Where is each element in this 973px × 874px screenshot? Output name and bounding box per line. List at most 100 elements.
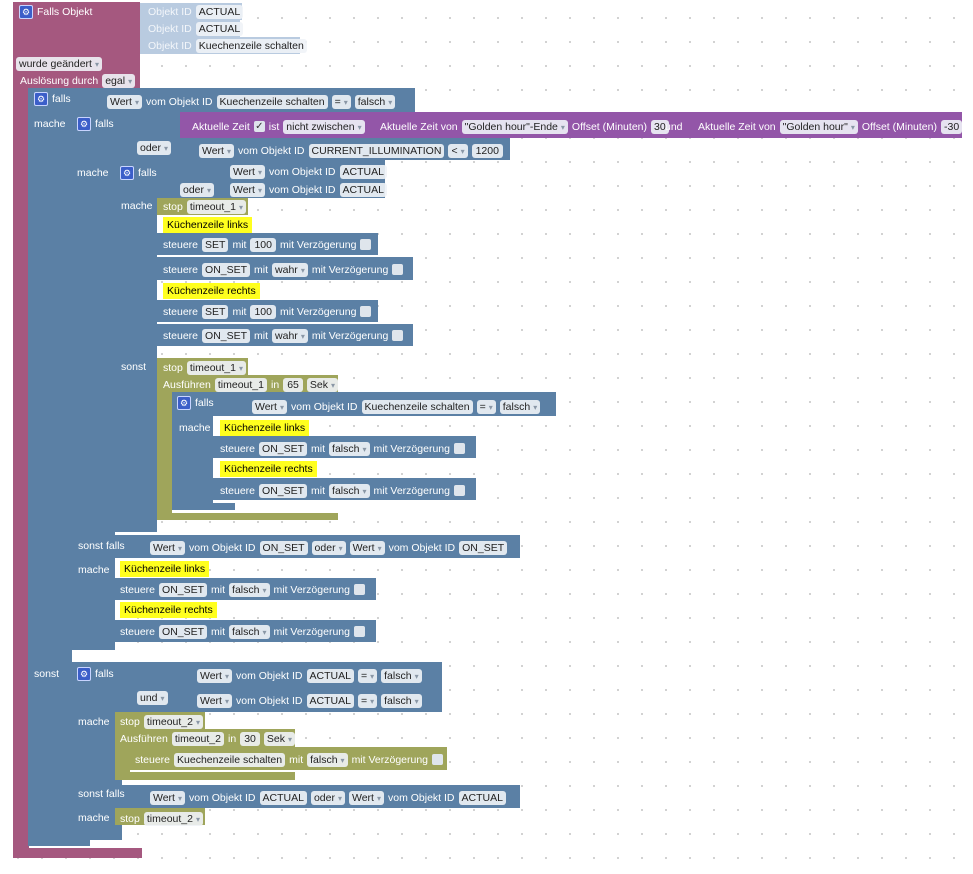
dropdown[interactable]: oder▾ [311,540,346,555]
dropdown[interactable]: =▾ [331,94,351,109]
dropdown[interactable]: und▾ [137,690,168,705]
gear-icon[interactable]: ⚙ [77,116,91,131]
dropdown[interactable]: Wert▾ [349,790,384,805]
timeout-block-footer[interactable] [115,772,295,780]
checkbox[interactable] [360,306,372,317]
comment-block[interactable]: Küchenzeile rechts [120,601,217,618]
dropdown[interactable]: falsch▾ [381,668,422,683]
comment-block[interactable]: Küchenzeile links [120,560,210,577]
if-block-spine[interactable] [72,712,122,840]
dropdown[interactable]: Wert▾ [197,668,232,683]
dropdown[interactable]: Wert▾ [199,143,234,158]
text-field[interactable]: ACTUAL [339,164,387,179]
text-field[interactable]: Kuechenzeile schalten [361,399,473,414]
text-field[interactable]: ACTUAL [306,668,354,683]
dropdown[interactable]: timeout_1▾ [186,360,246,375]
checkbox[interactable] [360,239,372,250]
checkbox[interactable] [453,485,465,496]
text-field[interactable]: 30 [651,119,669,134]
dropdown[interactable]: =▾ [476,399,496,414]
if-block-spine[interactable] [115,198,157,532]
text-field[interactable]: ACTUAL [339,182,387,197]
number-field[interactable]: 100 [250,237,276,252]
text-field[interactable]: ON_SET [159,624,208,639]
comment-block[interactable]: Küchenzeile links [220,419,310,436]
if-block-spine[interactable] [28,112,72,845]
dropdown[interactable]: wahr▾ [272,328,308,343]
text-field[interactable]: Kuechenzeile schalten [195,38,307,53]
dropdown[interactable]: timeout_2▾ [143,714,203,729]
dropdown[interactable]: nicht zwischen▾ [283,119,365,134]
dropdown[interactable]: <▾ [448,143,468,158]
text-field[interactable]: SET [202,237,229,252]
dropdown[interactable]: falsch▾ [381,693,422,708]
dropdown[interactable]: Wert▾ [230,164,265,179]
if-block-footer[interactable] [28,838,90,846]
number-field[interactable]: 1200 [471,143,503,158]
text-field[interactable]: ON_SET [202,262,251,277]
dropdown[interactable]: Wert▾ [230,182,265,197]
timeout-block-spine[interactable] [115,747,130,780]
gear-icon[interactable]: ⚙ [77,666,91,681]
dropdown[interactable]: falsch▾ [229,582,270,597]
text-field[interactable]: ACTUAL [306,693,354,708]
gear-icon[interactable]: ⚙ [120,165,134,180]
dropdown[interactable]: falsch▾ [307,752,348,767]
if-block-footer[interactable] [72,643,92,650]
dropdown[interactable]: egal▾ [102,73,136,88]
dropdown[interactable]: Sek▾ [306,377,338,392]
if-block-footer[interactable] [172,503,235,510]
comment-block[interactable]: Küchenzeile links [163,216,253,233]
dropdown[interactable]: falsch▾ [354,94,396,109]
text-field[interactable]: ON_SET [459,540,508,555]
checkbox[interactable] [353,584,365,595]
dropdown[interactable]: timeout_1▾ [186,199,246,214]
dropdown[interactable]: =▾ [357,693,378,708]
dropdown[interactable]: Wert▾ [197,693,232,708]
dropdown[interactable]: Sek▾ [263,731,295,746]
gear-icon[interactable]: ⚙ [177,395,191,410]
text-field[interactable]: Kuechenzeile schalten [174,752,286,767]
text-field[interactable]: ON_SET [159,582,208,597]
text-field[interactable]: ACTUAL [195,21,244,36]
checkbox[interactable] [353,626,365,637]
dropdown[interactable]: Wert▾ [107,94,142,109]
if-block-footer[interactable] [115,526,137,532]
dropdown[interactable]: "Golden hour"-Ende▾ [461,119,568,134]
dropdown[interactable]: oder▾ [137,140,172,155]
dropdown[interactable]: falsch▾ [329,441,370,456]
comment-block[interactable]: Küchenzeile rechts [220,460,317,477]
gear-icon[interactable]: ⚙ [34,91,48,106]
dropdown[interactable]: timeout_2▾ [143,811,203,826]
text-field[interactable]: ACTUAL [259,790,307,805]
if-block-spine[interactable] [172,416,213,510]
checkbox[interactable]: ✓ [253,121,265,132]
dropdown[interactable]: =▾ [357,668,378,683]
text-field[interactable]: ON_SET [202,328,251,343]
text-field[interactable]: timeout_2 [171,731,224,746]
comment-block[interactable]: Küchenzeile rechts [163,282,260,299]
text-field[interactable]: timeout_1 [214,377,267,392]
dropdown[interactable]: oder▾ [180,182,215,197]
checkbox[interactable] [392,330,404,341]
checkbox[interactable] [432,754,444,765]
text-field[interactable]: SET [202,304,229,319]
event-block-spine[interactable] [13,88,29,858]
dropdown[interactable]: falsch▾ [329,483,370,498]
gear-icon[interactable]: ⚙ [19,4,33,19]
if-block-header[interactable] [72,662,442,712]
dropdown[interactable]: Wert▾ [150,540,185,555]
number-field[interactable]: 65 [283,377,303,392]
text-field[interactable]: Kuechenzeile schalten [216,94,328,109]
dropdown[interactable]: wurde geändert▾ [16,56,102,71]
dropdown[interactable]: falsch▾ [499,399,541,414]
dropdown[interactable]: Wert▾ [150,790,185,805]
text-field[interactable]: -30 [940,119,963,134]
dropdown[interactable]: Wert▾ [349,540,385,555]
number-field[interactable]: 100 [250,304,276,319]
timeout-block-spine[interactable] [157,392,172,520]
text-field[interactable]: ACTUAL [458,790,506,805]
dropdown[interactable]: falsch▾ [229,624,270,639]
number-field[interactable]: 30 [240,731,260,746]
text-field[interactable]: ON_SET [259,441,308,456]
